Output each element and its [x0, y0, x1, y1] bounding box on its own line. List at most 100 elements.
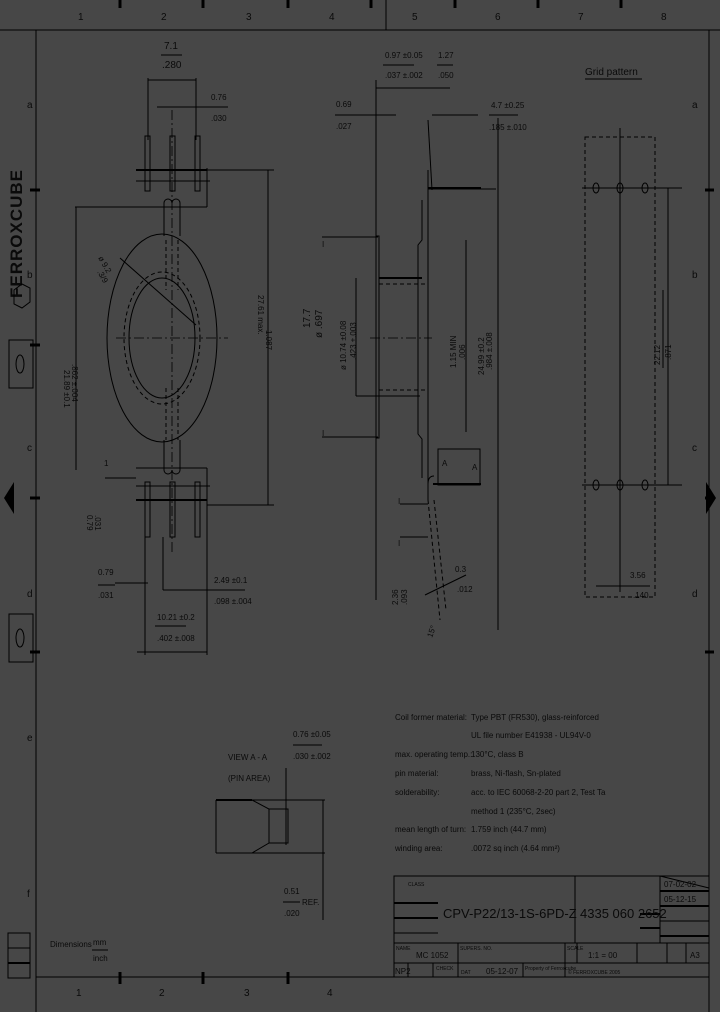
svg-text:acc. to IEC 60068-2-20 part 2,: acc. to IEC 60068-2-20 part 2, Test Ta	[471, 788, 606, 797]
svg-text:0.51: 0.51	[284, 887, 300, 896]
svg-text:.030 ±.002: .030 ±.002	[293, 752, 331, 761]
svg-text:A: A	[472, 463, 478, 472]
svg-text:.098 ±.004: .098 ±.004	[214, 597, 252, 606]
svg-text:1.27: 1.27	[438, 51, 454, 60]
svg-text:7: 7	[578, 12, 584, 23]
svg-text:8: 8	[661, 12, 667, 23]
svg-text:05-12-15: 05-12-15	[664, 895, 697, 904]
svg-text:CHECK: CHECK	[436, 966, 454, 972]
svg-text:f: f	[27, 889, 30, 900]
svg-text:1: 1	[104, 459, 109, 468]
svg-text:0.79: 0.79	[98, 568, 114, 577]
svg-text:3: 3	[246, 12, 252, 23]
svg-text:07-02-02: 07-02-02	[664, 880, 697, 889]
svg-text:I: I	[322, 240, 324, 249]
svg-text:solderability:: solderability:	[395, 788, 439, 797]
svg-text:.031: .031	[98, 591, 114, 600]
specifications: Coil former material:Type PBT (FR530), g…	[394, 713, 606, 853]
svg-text:.050: .050	[438, 71, 454, 80]
grid-pattern: Grid pattern 22.12 .871 3.56 .140	[582, 67, 682, 600]
svg-text:Property of Ferroxcube: Property of Ferroxcube	[525, 966, 576, 972]
svg-text:e: e	[27, 733, 33, 744]
svg-text:A: A	[442, 459, 448, 468]
svg-text:1.15 MIN: 1.15 MIN	[449, 335, 458, 368]
svg-text:c: c	[692, 443, 697, 454]
svg-text:.020: .020	[284, 909, 300, 918]
svg-text:0.69: 0.69	[336, 100, 352, 109]
svg-text:4: 4	[329, 12, 335, 23]
svg-text:I: I	[322, 429, 324, 438]
dimensions-note: Dimensions mm inch	[7, 932, 108, 979]
svg-text:.006: .006	[458, 344, 467, 360]
svg-text:I: I	[398, 539, 400, 548]
svg-text:4.7 ±0.25: 4.7 ±0.25	[491, 101, 525, 110]
svg-text:A3: A3	[690, 951, 700, 960]
svg-text:ø 10.74 ±0.08: ø 10.74 ±0.08	[339, 320, 348, 370]
svg-text:.984 ±.008: .984 ±.008	[485, 332, 494, 370]
svg-text:a: a	[27, 100, 33, 111]
svg-text:1: 1	[76, 988, 82, 999]
svg-text:MC 1052: MC 1052	[416, 951, 449, 960]
svg-text:1: 1	[78, 12, 84, 23]
svg-text:.871: .871	[664, 344, 673, 360]
svg-text:(PIN AREA): (PIN AREA)	[228, 774, 271, 783]
svg-text:NP2: NP2	[395, 967, 411, 976]
svg-text:mean length of turn:: mean length of turn:	[395, 825, 466, 834]
svg-text:Type PBT (FR530), glass-reinfo: Type PBT (FR530), glass-reinforced	[471, 713, 599, 722]
svg-text:b: b	[692, 270, 698, 281]
svg-text:max. operating temp.:: max. operating temp.:	[395, 750, 472, 759]
svg-text:winding area:: winding area:	[394, 844, 443, 853]
svg-text:method 1 (235°C, 2sec): method 1 (235°C, 2sec)	[471, 807, 556, 816]
svg-text:17.7: 17.7	[302, 308, 313, 328]
svg-text:.402 ±.008: .402 ±.008	[157, 634, 195, 643]
svg-text:3.56: 3.56	[630, 571, 646, 580]
svg-text:.093: .093	[400, 589, 409, 605]
svg-text:1:1 = 00: 1:1 = 00	[588, 951, 618, 960]
top-view	[75, 78, 274, 655]
svg-text:mm: mm	[93, 938, 107, 947]
svg-text:b: b	[27, 270, 33, 281]
svg-text:SUPERS. NO.: SUPERS. NO.	[460, 946, 492, 952]
svg-text:5: 5	[412, 12, 418, 23]
svg-text:2.36: 2.36	[391, 589, 400, 605]
hatched-marker-icon	[8, 613, 34, 663]
title-block: CLASS CPV-P22/13-1S-6PD-Z 4335 060 2652 …	[393, 875, 710, 978]
svg-text:SCALE: SCALE	[567, 946, 584, 952]
svg-text:1.759 inch (44.7 mm): 1.759 inch (44.7 mm)	[471, 825, 547, 834]
svg-text:0.76 ±0.05: 0.76 ±0.05	[293, 730, 331, 739]
svg-text:05-12-07: 05-12-07	[486, 967, 519, 976]
svg-text:1.087: 1.087	[264, 330, 273, 351]
svg-text:.862 ±.004: .862 ±.004	[70, 364, 79, 402]
svg-text:a: a	[692, 100, 698, 111]
svg-text:.012: .012	[457, 585, 473, 594]
svg-text:27.61 max.: 27.61 max.	[256, 295, 265, 335]
svg-text:REF.: REF.	[302, 898, 319, 907]
svg-text:brass, Ni-flash, Sn-plated: brass, Ni-flash, Sn-plated	[471, 769, 561, 778]
svg-text:6: 6	[495, 12, 501, 23]
svg-text:21.89 ±0.1: 21.89 ±0.1	[62, 370, 71, 408]
svg-text:inch: inch	[93, 954, 108, 963]
svg-text:FERROXCUBE: FERROXCUBE	[7, 169, 26, 298]
svg-text:d: d	[692, 589, 698, 600]
svg-text:NAME: NAME	[396, 946, 411, 952]
svg-text:.037 ±.002: .037 ±.002	[385, 71, 423, 80]
svg-text:2: 2	[161, 12, 167, 23]
svg-text:24.99 ±0.2: 24.99 ±0.2	[477, 337, 486, 375]
svg-text:0.76: 0.76	[211, 93, 227, 102]
row-labels: ab cd ef ab cd	[27, 100, 698, 900]
svg-text:0.79: 0.79	[85, 515, 94, 531]
svg-text:15°: 15°	[425, 624, 438, 638]
svg-text:UL file number E41938 - UL94V-: UL file number E41938 - UL94V-0	[471, 731, 591, 740]
svg-text:2.49 ±0.1: 2.49 ±0.1	[214, 576, 248, 585]
svg-text:VIEW A - A: VIEW A - A	[228, 753, 268, 762]
svg-text:0.3: 0.3	[455, 565, 467, 574]
svg-text:pin material:: pin material:	[395, 769, 439, 778]
svg-text:3: 3	[244, 988, 250, 999]
svg-text:4335 060 2652: 4335 060 2652	[580, 906, 667, 921]
svg-text:2: 2	[159, 988, 165, 999]
detail-view-a-a: VIEW A - A (PIN AREA) 0.76 ±0.05 .030 ±.…	[215, 730, 331, 920]
svg-text:.185 ±.010: .185 ±.010	[489, 123, 527, 132]
